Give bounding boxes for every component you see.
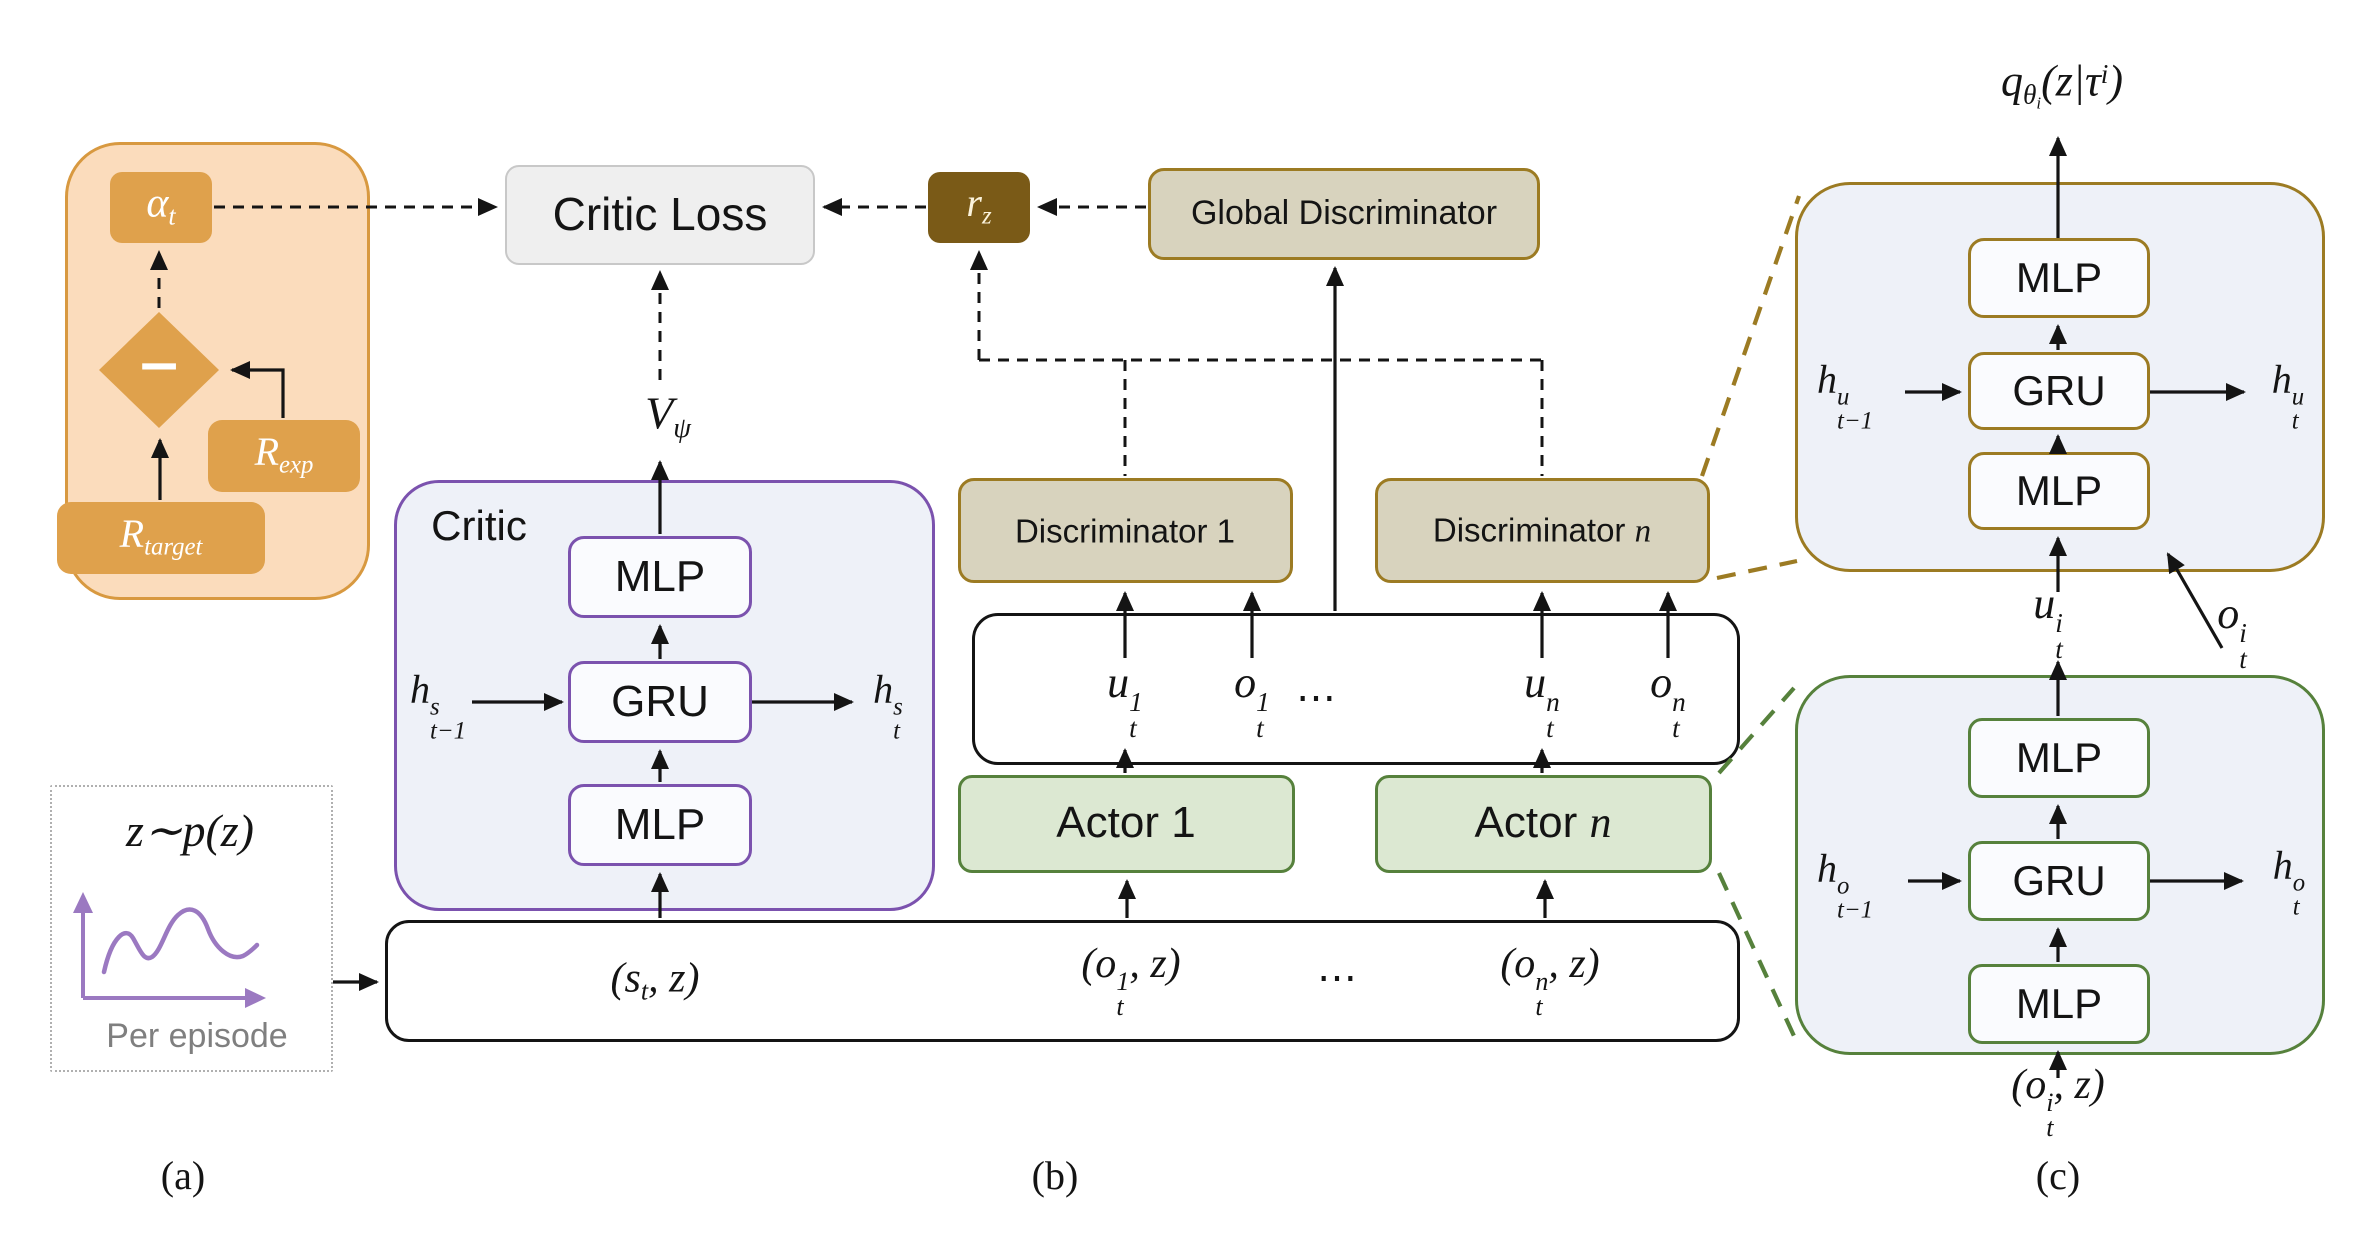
caption-a: (a)	[160, 1153, 206, 1198]
z-prior-box	[50, 785, 333, 1072]
r-target-node	[57, 502, 265, 574]
q-posterior-label: qθi(z|τi)	[2001, 56, 2123, 113]
critic-loss-label: Critic Loss	[552, 188, 768, 240]
callout-brown-lines	[1700, 195, 1801, 581]
actor-detail-gru-node	[1968, 841, 2150, 921]
actor-detail-mlp-bottom-label: MLP	[2015, 980, 2103, 1027]
critic-gru-label: GRU	[611, 677, 709, 726]
discriminator-1-node	[958, 478, 1293, 583]
v-psi-label: Vψ	[645, 387, 691, 445]
critic-mlp-bottom-node	[568, 784, 752, 866]
actor-n-node	[1375, 775, 1712, 873]
z-prior-label: z∼p(z)	[126, 805, 254, 856]
disc-detail-gru-node	[1968, 352, 2150, 430]
critic-title: Critic	[431, 502, 527, 549]
action-observation-row	[972, 613, 1740, 765]
global-discriminator-label: Global Discriminator	[1190, 194, 1498, 232]
rz-reward-node	[928, 172, 1030, 243]
critic-gru-node	[568, 661, 752, 743]
input-ellipsis: ⋯	[1317, 955, 1357, 1000]
actor-1-node	[958, 775, 1295, 873]
r-exp-node	[208, 420, 360, 492]
disc-detail-mlp-top-label: MLP	[2015, 254, 2103, 301]
r-exp-label: Rexp	[254, 428, 314, 479]
solid-arrows	[151, 136, 2246, 1078]
actor-detail-mlp-top-node	[1968, 718, 2150, 798]
global-discriminator-node	[1148, 168, 1540, 260]
disc-detail-gru-label: GRU	[2012, 367, 2106, 414]
uo-ellipsis: ⋯	[1296, 675, 1336, 720]
actor-detail-mlp-bottom-node	[1968, 964, 2150, 1044]
rz-dashed-network	[970, 250, 1544, 476]
critic-mlp-top-node	[568, 536, 752, 618]
discriminator-1-label: Discriminator 1	[1014, 512, 1236, 550]
actor-n-label: Actor n	[1474, 798, 1612, 847]
minus-operator: −	[139, 333, 179, 397]
dashed-arrows	[150, 198, 1146, 380]
discriminator-n-node	[1375, 478, 1710, 583]
critic-mlp-bottom-label: MLP	[614, 800, 706, 849]
discriminator-n-label: Discriminator n	[1432, 511, 1652, 550]
diamond-minus-shape	[99, 312, 219, 428]
state-input-label: (st, z)	[610, 955, 700, 1006]
caption-b: (b)	[1031, 1153, 1079, 1198]
callout-green-lines	[1717, 686, 1796, 1037]
disc-detail-mlp-top-node	[1968, 238, 2150, 318]
prior-distribution-sketch	[73, 892, 266, 1008]
r-target-label: Rtarget	[119, 510, 203, 561]
critic-loss-node	[505, 165, 815, 265]
rz-label: rz	[966, 179, 992, 230]
per-episode-label: Per episode	[106, 1017, 288, 1055]
actor-1-label: Actor 1	[1056, 798, 1196, 847]
disc-detail-mlp-bottom-label: MLP	[2015, 467, 2103, 514]
input-row	[385, 920, 1740, 1042]
caption-c: (c)	[2035, 1153, 2081, 1198]
alpha-t-node	[110, 172, 212, 243]
alpha-t-label: αt	[146, 180, 176, 231]
actor-detail-mlp-top-label: MLP	[2015, 734, 2103, 781]
critic-mlp-top-label: MLP	[614, 552, 706, 601]
actor-detail-gru-label: GRU	[2012, 857, 2106, 904]
